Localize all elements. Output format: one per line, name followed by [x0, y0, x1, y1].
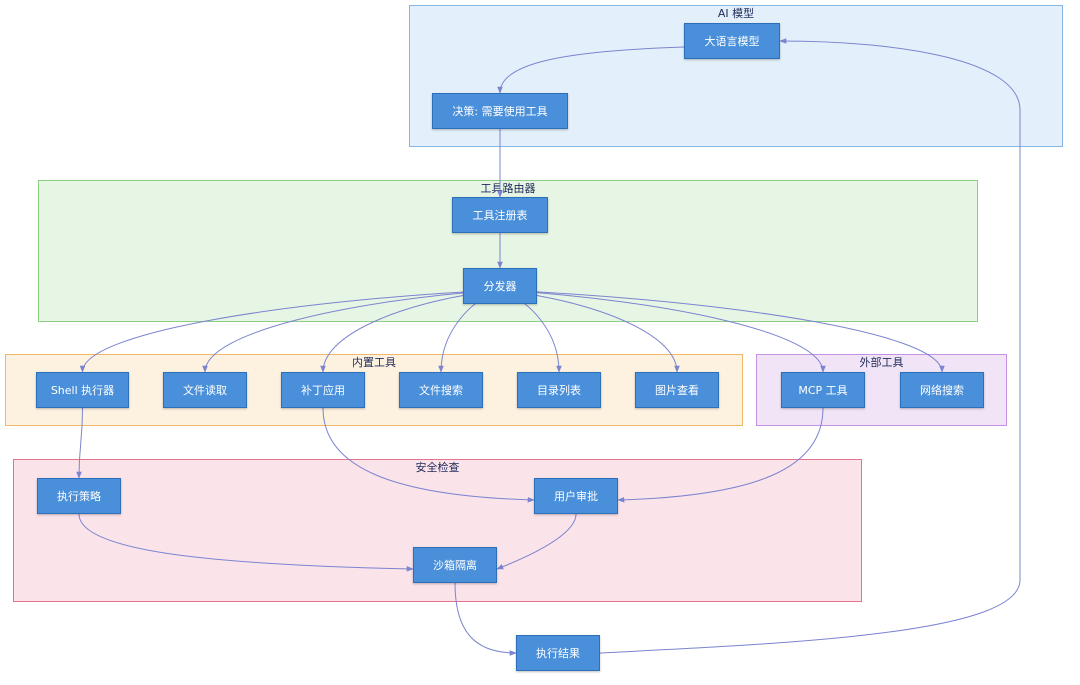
- group-security-check-title: 安全检查: [415, 461, 460, 474]
- group-builtin-tools-title: 内置工具: [352, 356, 396, 369]
- node-llm: 大语言模型: [684, 23, 780, 59]
- node-image-view: 图片查看: [635, 372, 719, 408]
- node-tool-registry: 工具注册表: [452, 197, 548, 233]
- node-user-approval: 用户审批: [534, 478, 618, 514]
- node-shell-executor: Shell 执行器: [36, 372, 129, 408]
- node-file-read: 文件读取: [163, 372, 247, 408]
- node-decision: 决策: 需要使用工具: [432, 93, 568, 129]
- node-file-search: 文件搜索: [399, 372, 483, 408]
- node-dir-list: 目录列表: [517, 372, 601, 408]
- node-web-search: 网络搜索: [900, 372, 984, 408]
- node-dispatcher: 分发器: [463, 268, 537, 304]
- node-exec-policy: 执行策略: [37, 478, 121, 514]
- node-mcp-tool: MCP 工具: [781, 372, 865, 408]
- node-exec-result: 执行结果: [516, 635, 600, 671]
- node-sandbox: 沙箱隔离: [413, 547, 497, 583]
- group-tool-router-title: 工具路由器: [480, 182, 536, 195]
- node-patch-apply: 补丁应用: [281, 372, 365, 408]
- group-external-tools-title: 外部工具: [859, 356, 904, 369]
- group-ai-model-title: AI 模型: [717, 7, 755, 20]
